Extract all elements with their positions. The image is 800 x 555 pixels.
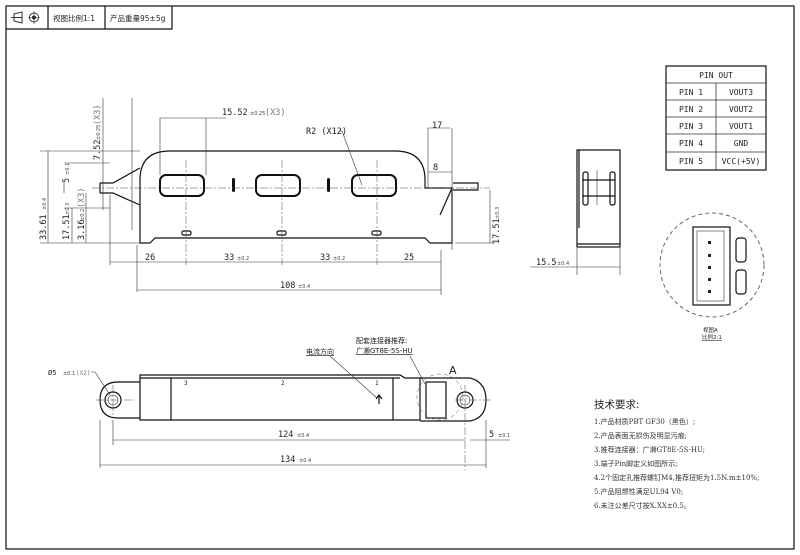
dim-8: 8 — [433, 163, 438, 173]
dim-3-16: 3.16 — [77, 220, 87, 240]
tolerance: ±0.4 — [298, 284, 310, 290]
requirement-item: 3.推荐连接器：广濑GT8E-5S-HU; — [594, 445, 705, 454]
weight-label: 产品重量95±5g — [110, 13, 166, 23]
tolerance: ±0.4 — [299, 458, 311, 464]
scale-label: 视图比例1:1 — [53, 13, 95, 23]
requirement-item: 6.未注公差尺寸按X.XX±0.5。 — [594, 501, 691, 510]
dim-33: 33 — [224, 253, 234, 263]
tolerance: ±0.4 — [557, 261, 569, 267]
tolerance: ±0.2 — [333, 256, 345, 262]
pin-cell: PIN 1 — [679, 88, 703, 97]
dim-17: 17 — [432, 121, 442, 131]
detail-view-a: 视图A 比例2:1 — [659, 212, 765, 341]
quantity: (X3) — [77, 188, 87, 208]
connector-title: 配套连接器推荐: — [356, 336, 407, 345]
dim-tab: 5 — [62, 178, 72, 183]
requirement-item: 4.2个固定孔推荐螺钉M4,推荐扭矩为1.5N.m±10%; — [594, 473, 759, 482]
detail-view-scale: 比例2:1 — [702, 333, 722, 341]
phase-label: 3 — [184, 380, 188, 387]
tolerance: ±0.4 — [297, 433, 309, 439]
requirement-item: 5.产品阻燃性满足UL94 V0; — [594, 487, 683, 496]
detail-marker: A — [449, 364, 457, 377]
drawing-border — [5, 5, 795, 550]
bottom-view: 3 2 1 Ø5 ±0.1 (X2) 电流方向 配套连接器推荐: 广濑GT8E-… — [48, 336, 510, 470]
quantity: (X3) — [93, 105, 103, 125]
pin-cell: PIN 2 — [679, 105, 703, 114]
tolerance: ±0.1 — [65, 163, 71, 175]
third-angle-projection-icon — [11, 11, 40, 24]
dim-radius-label: R2 (X12) — [306, 127, 347, 137]
connector-model: 广濑GT8E-5S-HU — [356, 346, 413, 355]
dim-108: 108 — [280, 281, 295, 291]
phase-label: 1 — [375, 380, 379, 387]
dim-side-width: 15.5 — [536, 258, 556, 268]
tolerance: ±0.3 — [495, 207, 501, 219]
dim-slot-height: 7.52 — [93, 140, 103, 160]
pin-cell: PIN 5 — [679, 157, 703, 166]
dim-left-17-51: 17.51 — [62, 214, 72, 240]
tolerance: ±0.3 — [65, 203, 71, 215]
dim-124: 124 — [278, 430, 293, 440]
requirement-item: 2.产品表面无损伤及明显污痕; — [594, 431, 687, 440]
technical-requirements: 技术要求: 1.产品材质PBT GF30（黑色）; 2.产品表面无损伤及明显污痕… — [594, 398, 759, 510]
front-view: 15.52 ±0.25 (X3) 7.52 ±0.25 (X3) 33.61 ±… — [39, 98, 502, 295]
pin-table-header: PIN OUT — [699, 71, 733, 80]
dim-right-17-51: 17.51 — [492, 218, 502, 244]
pin-cell: PIN 4 — [679, 139, 703, 148]
pin-cell: PIN 3 — [679, 122, 703, 131]
dim-26: 26 — [145, 253, 155, 263]
tolerance: ±0.25 — [96, 125, 102, 140]
title-block: 视图比例1:1 产品重量95±5g — [6, 6, 173, 30]
signal-cell: VCC(+5V) — [722, 157, 761, 166]
requirement-item: 3.端子Pin脚定义如图所示; — [594, 459, 678, 468]
pin-out-table: PIN OUT PIN 1 VOUT3 PIN 2 VOUT2 PIN 3 VO… — [665, 65, 767, 171]
requirement-item: 1.产品材质PBT GF30（黑色）; — [594, 417, 695, 426]
requirements-title: 技术要求: — [594, 398, 640, 411]
tolerance: ±0.1 — [63, 371, 75, 377]
tolerance: ±0.4 — [42, 198, 48, 210]
dim-33: 33 — [320, 253, 330, 263]
detail-view-label: 视图A — [703, 326, 718, 334]
dim-5: 5 — [489, 430, 494, 440]
current-arrow-icon — [375, 394, 383, 404]
signal-cell: VOUT3 — [729, 88, 753, 97]
phase-label: 2 — [281, 380, 285, 387]
signal-cell: VOUT1 — [729, 122, 753, 131]
dim-height: 33.61 — [39, 214, 49, 240]
signal-cell: VOUT2 — [729, 105, 753, 114]
dim-25: 25 — [404, 253, 414, 263]
current-direction-label: 电流方向 — [306, 347, 334, 356]
quantity: (X2) — [76, 370, 90, 377]
tolerance: ±0.1 — [498, 433, 510, 439]
quantity: (X3) — [265, 108, 285, 118]
dim-hole: Ø5 — [48, 369, 56, 377]
signal-cell: GND — [734, 139, 749, 148]
tolerance: ±0.2 — [80, 209, 86, 221]
tolerance: ±0.2 — [237, 256, 249, 262]
dim-slot-width: 15.52 — [222, 108, 248, 118]
tolerance: ±0.25 — [250, 111, 265, 117]
dim-134: 134 — [280, 455, 295, 465]
side-view: 15.5 ±0.4 — [530, 149, 621, 275]
